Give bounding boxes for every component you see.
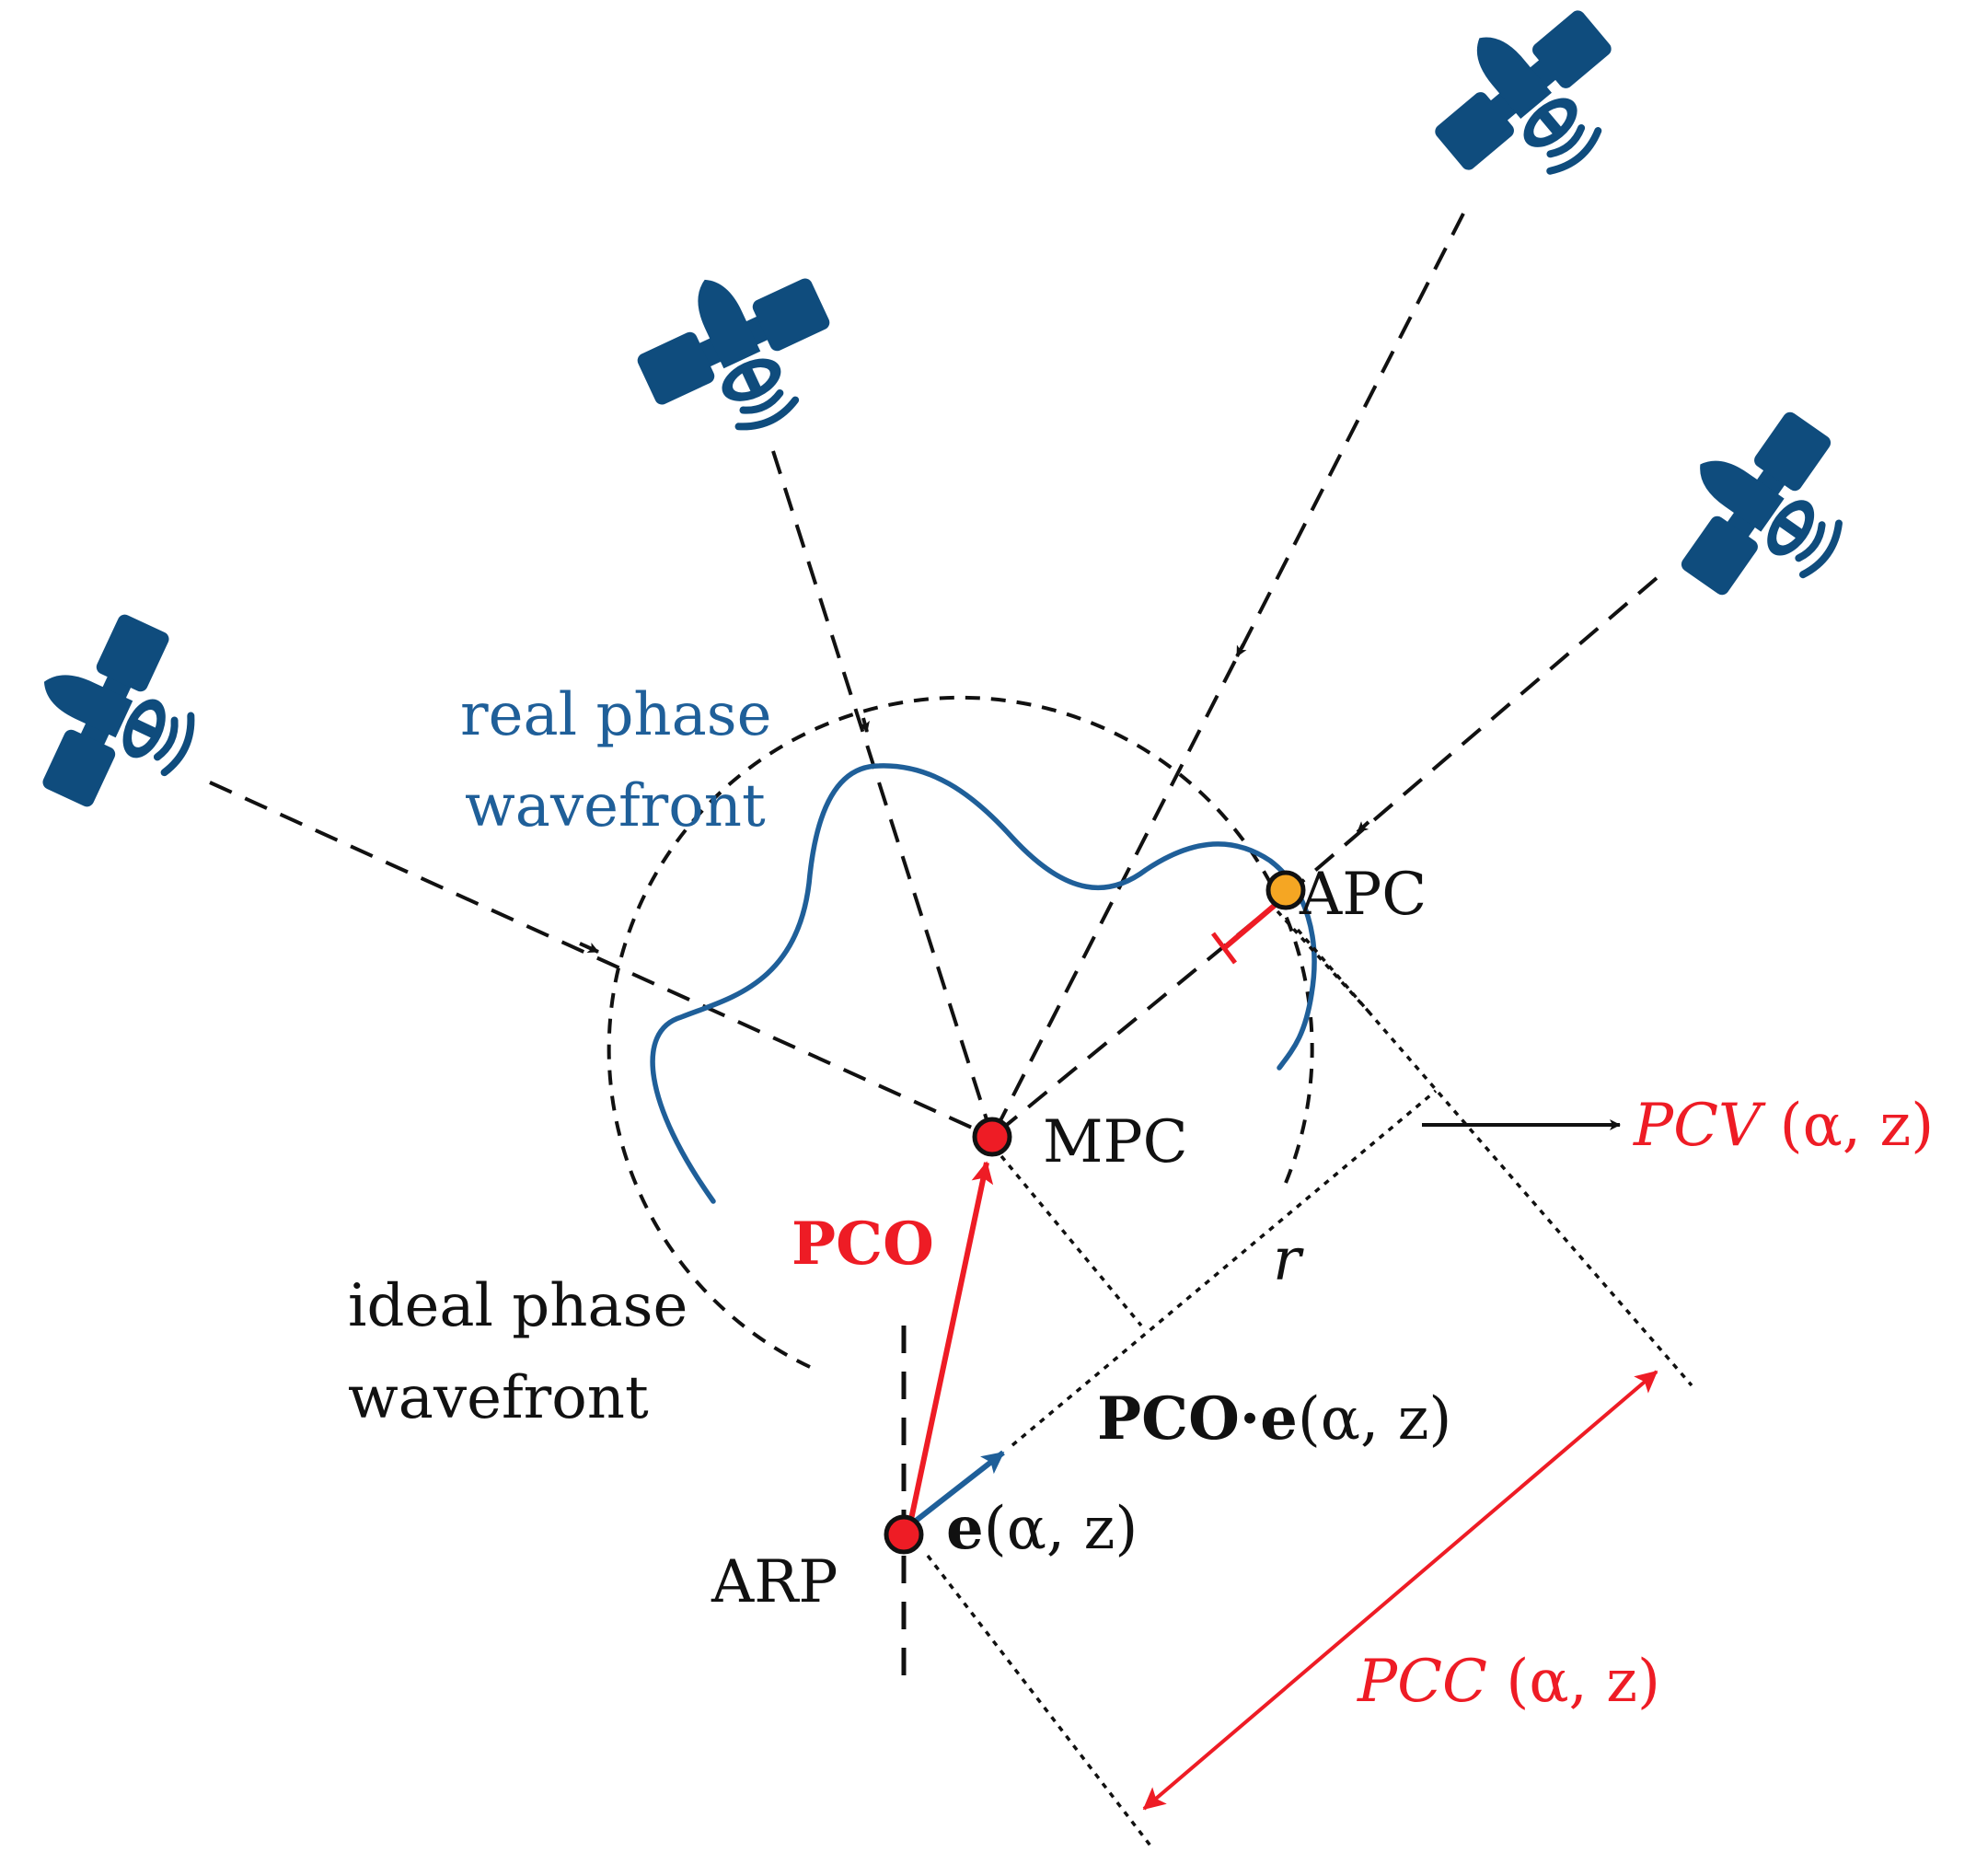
ideal-wavefront-label-line2: wavefront [348, 1364, 649, 1432]
projection-lines [926, 909, 1693, 1847]
ideal-wavefront-label-line1: ideal phase [348, 1272, 688, 1340]
signal-arrow [1235, 643, 1247, 657]
dotted-line [926, 1554, 1152, 1847]
radius-label: r [1273, 1226, 1304, 1294]
real-wavefront-label-line2: wavefront [465, 772, 766, 840]
ideal-wavefront-arc [607, 695, 1314, 1369]
pcv-label: PCV (α, z) [1633, 1092, 1934, 1160]
satellite-icon [4, 595, 225, 834]
satellite-icon [618, 239, 857, 461]
dotted-line [1011, 1089, 1438, 1447]
signal-lines [209, 213, 1658, 1139]
pcv-name: PCV [1633, 1092, 1766, 1160]
dotted-line [1296, 928, 1693, 1387]
real-wavefront-curve [650, 763, 1317, 1204]
real-wavefront-label-line1: real phase [460, 681, 772, 749]
mpc-label: MPC [1043, 1108, 1188, 1176]
pco-dot-e-args: (α, z) [1298, 1385, 1452, 1453]
satellite-icon [1646, 386, 1883, 631]
pcv-args: (α, z) [1780, 1092, 1935, 1160]
pcc-label: PCC (α, z) [1357, 1648, 1660, 1716]
pcc-name: PCC [1357, 1648, 1487, 1716]
arp-point [884, 1514, 924, 1555]
satellite-icon [1406, 0, 1653, 219]
signal-arrowheads [579, 643, 1370, 954]
signal-line [209, 781, 993, 1139]
mpc-point [972, 1117, 1012, 1157]
signal-arrow [579, 942, 599, 954]
unit-vector-e [909, 1450, 1005, 1527]
pcv-segment-tick [1211, 932, 1237, 965]
apc-label: APC [1299, 861, 1427, 929]
dotted-line [1000, 1154, 1143, 1327]
apc-point [1265, 870, 1306, 910]
arp-label: ARP [711, 1548, 838, 1616]
e-symbol: e [1260, 1384, 1298, 1453]
pco-dot: PCO· [1097, 1384, 1260, 1453]
pcc-args: (α, z) [1506, 1648, 1660, 1716]
pco-dot-e-label: PCO·e(α, z) [1097, 1384, 1451, 1453]
e-symbol: e [946, 1494, 984, 1563]
pcc-arrow [1142, 1370, 1658, 1811]
signal-line [771, 450, 994, 1138]
signal-line [1284, 576, 1658, 897]
pco-label: PCO [792, 1210, 934, 1279]
signal-arrow [859, 717, 870, 733]
e-args: (α, z) [984, 1495, 1138, 1563]
e-label: e(α, z) [946, 1494, 1138, 1563]
signal-line [990, 213, 1465, 1138]
signal-arrow [1356, 820, 1370, 834]
signal-line [990, 894, 1288, 1139]
pco-vector [907, 1161, 994, 1529]
